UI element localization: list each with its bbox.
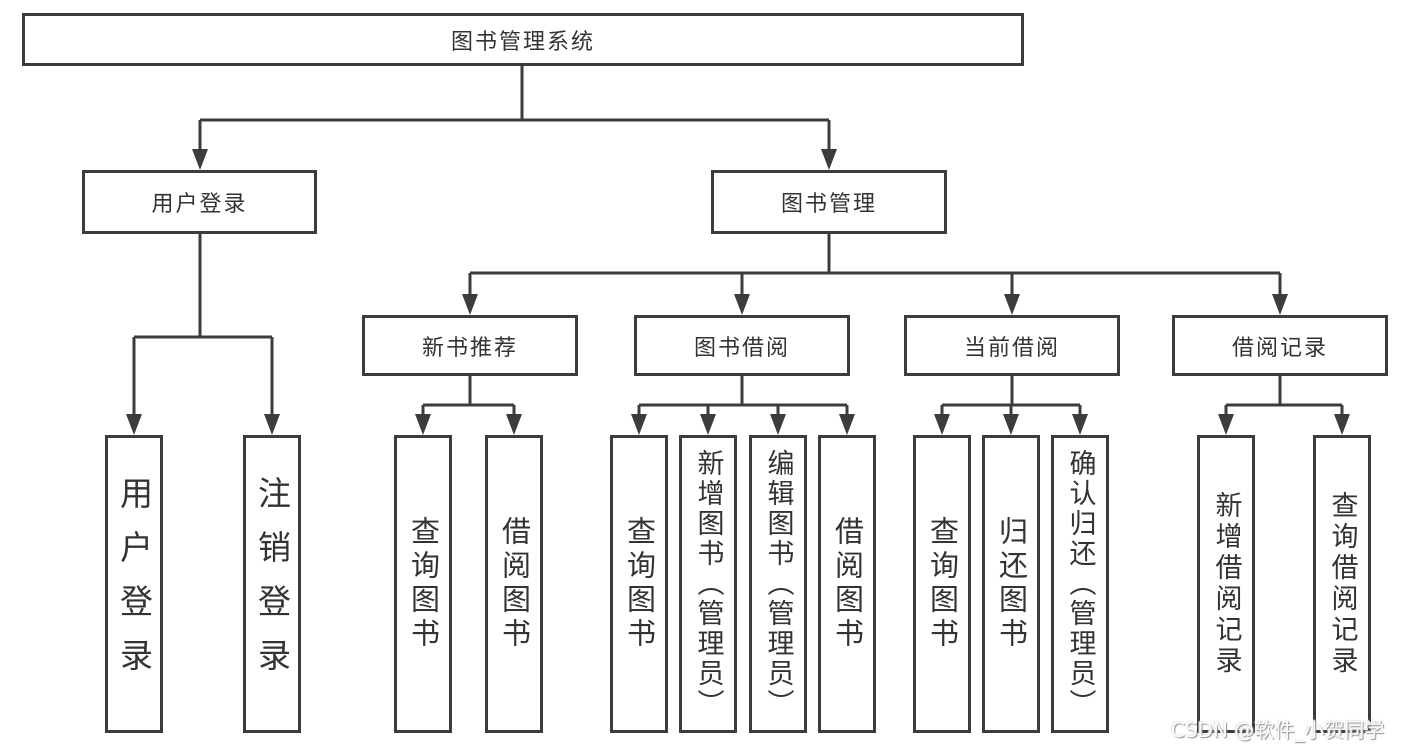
node-label: 图书管理 bbox=[780, 192, 877, 217]
arrowhead-down bbox=[1003, 414, 1019, 435]
node-label: 用户登录 bbox=[151, 192, 248, 217]
node-label: 借阅记录 bbox=[1231, 335, 1328, 361]
leaf-return-book: 归还图书 bbox=[982, 435, 1040, 733]
connector-books-to-level3 bbox=[468, 234, 1282, 296]
leaf-label: 用户登录 bbox=[114, 476, 154, 692]
node-borrowing-records: 借阅记录 bbox=[1172, 315, 1388, 376]
node-root-label: 图书管理系统 bbox=[450, 29, 595, 55]
node-label: 图书借阅 bbox=[693, 335, 790, 361]
arrowheads bbox=[126, 149, 1350, 435]
arrowhead-down bbox=[415, 414, 431, 435]
leaf-label: 借阅图书 bbox=[497, 516, 532, 652]
connector-root-to-level2 bbox=[198, 66, 831, 150]
leaf-query-books-recommend: 查询图书 bbox=[394, 435, 452, 733]
leaf-edit-book-admin: 编辑图书（管理员） bbox=[749, 435, 807, 733]
arrowhead-down bbox=[1334, 414, 1350, 435]
node-root-system: 图书管理系统 bbox=[22, 13, 1024, 66]
leaf-query-books-borrow: 查询图书 bbox=[610, 435, 668, 733]
arrowhead-down bbox=[462, 294, 478, 315]
leaf-label: 查询图书 bbox=[406, 516, 441, 652]
leaf-borrow-books-recommend: 借阅图书 bbox=[485, 435, 543, 733]
node-current-borrowing: 当前借阅 bbox=[904, 315, 1120, 376]
leaf-label: 查询图书 bbox=[622, 516, 657, 652]
node-book-borrowing: 图书借阅 bbox=[634, 315, 850, 376]
leaf-label: 确认归还（管理员） bbox=[1064, 449, 1096, 719]
leaf-label: 查询借阅记录 bbox=[1326, 491, 1358, 677]
leaf-label: 新增图书（管理员） bbox=[692, 449, 724, 719]
node-user-login: 用户登录 bbox=[82, 170, 317, 234]
leaf-user-login: 用户登录 bbox=[105, 435, 163, 733]
arrowhead-down bbox=[506, 414, 522, 435]
connector-borrow-to-leaves bbox=[637, 376, 849, 416]
arrowhead-down bbox=[1072, 414, 1088, 435]
connector-records-to-leaves bbox=[1224, 376, 1344, 416]
arrowhead-down bbox=[192, 149, 208, 170]
node-new-book-recommend: 新书推荐 bbox=[362, 315, 578, 376]
arrowhead-down bbox=[839, 414, 855, 435]
node-book-management: 图书管理 bbox=[711, 170, 947, 234]
leaf-query-borrow-record: 查询借阅记录 bbox=[1313, 435, 1371, 733]
arrowhead-down bbox=[770, 414, 786, 435]
arrowhead-down bbox=[934, 414, 950, 435]
connector-login-to-leaves bbox=[132, 234, 274, 416]
arrowhead-down bbox=[700, 414, 716, 435]
node-label: 新书推荐 bbox=[421, 335, 518, 361]
arrowhead-down bbox=[734, 294, 750, 315]
leaf-add-book-admin: 新增图书（管理员） bbox=[679, 435, 737, 733]
arrowhead-down bbox=[1218, 414, 1234, 435]
leaf-logout: 注销登录 bbox=[243, 435, 301, 733]
arrowhead-down bbox=[264, 414, 280, 435]
leaf-add-borrow-record: 新增借阅记录 bbox=[1197, 435, 1255, 733]
arrowhead-down bbox=[821, 149, 837, 170]
connector-current-to-leaves bbox=[940, 376, 1082, 416]
leaf-label: 注销登录 bbox=[252, 476, 292, 692]
leaf-label: 编辑图书（管理员） bbox=[762, 449, 794, 719]
leaf-label: 查询图书 bbox=[925, 516, 960, 652]
arrowhead-down bbox=[1004, 294, 1020, 315]
arrowhead-down bbox=[1272, 294, 1288, 315]
leaf-label: 新增借阅记录 bbox=[1210, 491, 1242, 677]
arrowhead-down bbox=[631, 414, 647, 435]
leaf-label: 借阅图书 bbox=[830, 516, 865, 652]
leaf-query-books-current: 查询图书 bbox=[913, 435, 971, 733]
csdn-watermark: CSDN @软件_小贺同学 bbox=[1171, 718, 1385, 742]
leaf-confirm-return-admin: 确认归还（管理员） bbox=[1051, 435, 1109, 733]
node-label: 当前借阅 bbox=[963, 335, 1060, 361]
leaf-label: 归还图书 bbox=[994, 516, 1029, 652]
connector-recommend-to-leaves bbox=[421, 376, 516, 416]
arrowhead-down bbox=[126, 414, 142, 435]
leaf-borrow-books: 借阅图书 bbox=[818, 435, 876, 733]
